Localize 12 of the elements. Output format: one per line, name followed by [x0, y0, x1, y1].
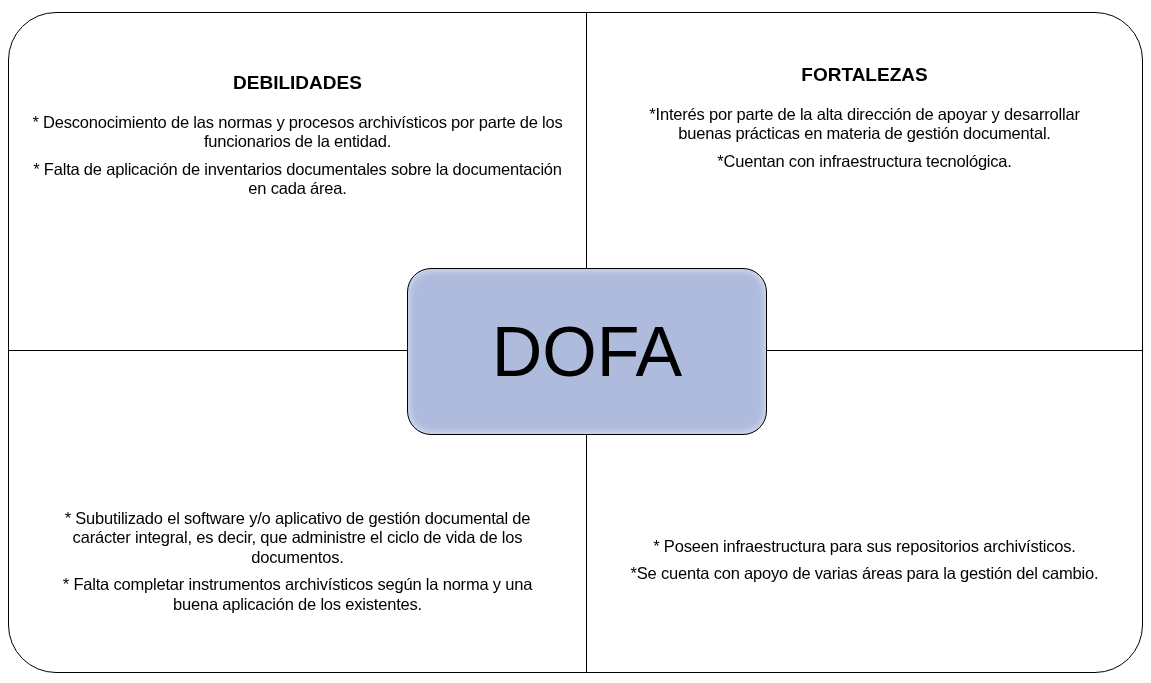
quadrant-text: *Cuentan con infraestructura tecnológica. — [717, 151, 1012, 172]
quadrant-text: * Subutilizado el software y/o aplicativo de gestión documental de carácter integral, es decir, que administre el ciclo de vida de los documentos. — [63, 509, 532, 568]
quadrant-text: * Falta de aplicación de inventarios documentales sobre la documentación en cada área. — [32, 159, 563, 199]
quadrant-text: *Interés por parte de la alta dirección de apoyar y desarrollar buenas prácticas en materia de gestión documental. — [648, 104, 1081, 144]
quadrant-text: *Se cuenta con apoyo de varias áreas para la gestión del cambio. — [630, 564, 1099, 584]
quadrant-heading: DEBILIDADES — [233, 71, 362, 95]
center-label: DOFA — [491, 316, 683, 387]
quadrant-text: * Desconocimiento de las normas y procesos archivísticos por parte de los funcionarios de la entidad. — [31, 112, 564, 152]
quadrant-heading: FORTALEZAS — [801, 63, 928, 87]
quadrant-text: * Poseen infraestructura para sus repositorios archivísticos. — [653, 537, 1076, 557]
center-box — [407, 268, 767, 435]
quadrant-text: * Falta completar instrumentos archivísticos según la norma y una buena aplicación de los existentes. — [61, 575, 534, 615]
